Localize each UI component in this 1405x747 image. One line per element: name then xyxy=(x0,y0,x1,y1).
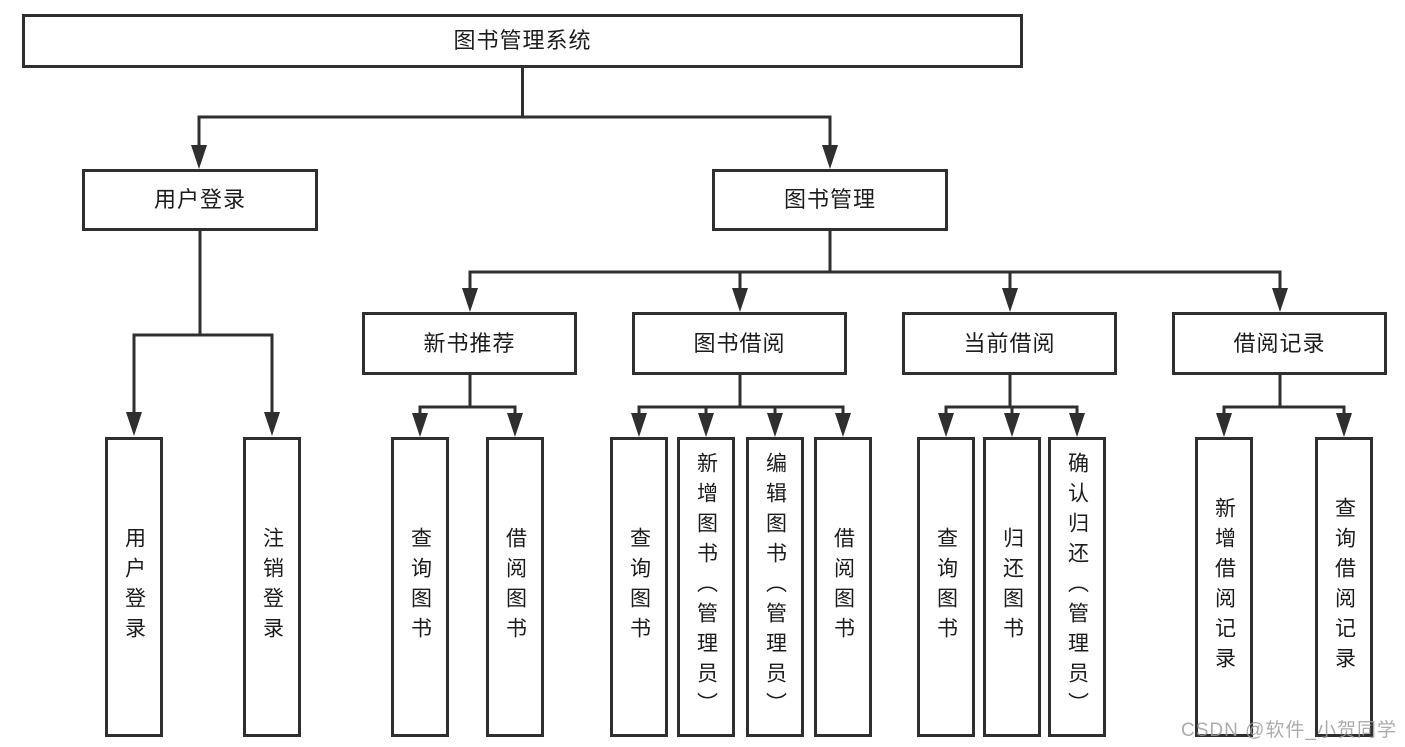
leaf-records-add-record: 新增借阅记录 xyxy=(1195,437,1253,737)
leaf-borrow-query-books: 查询图书 xyxy=(610,437,668,737)
leaf-current-confirm-return-admin: 确认归还（管理员） xyxy=(1048,437,1106,737)
leaf-user-login: 用户登录 xyxy=(105,437,163,737)
leaf-recommend-query-books: 查询图书 xyxy=(391,437,449,737)
node-root-system: 图书管理系统 xyxy=(22,14,1023,68)
leaf-borrow-add-books-admin: 新增图书（管理员） xyxy=(677,437,735,737)
csdn-watermark: CSDN @软件_小贺同学 xyxy=(1181,720,1397,741)
node-user-login: 用户登录 xyxy=(82,169,318,231)
leaf-logout: 注销登录 xyxy=(243,437,301,737)
node-new-book-recommend: 新书推荐 xyxy=(362,312,577,375)
leaf-records-query-record: 查询借阅记录 xyxy=(1315,437,1373,737)
node-current-borrow: 当前借阅 xyxy=(902,312,1117,375)
node-book-management: 图书管理 xyxy=(712,169,948,231)
leaf-borrow-edit-books-admin: 编辑图书（管理员） xyxy=(746,437,804,737)
leaf-current-query-books: 查询图书 xyxy=(917,437,975,737)
node-book-borrow: 图书借阅 xyxy=(632,312,847,375)
leaf-borrow-borrow-books: 借阅图书 xyxy=(814,437,872,737)
node-borrow-records: 借阅记录 xyxy=(1172,312,1387,375)
leaf-recommend-borrow-books: 借阅图书 xyxy=(486,437,544,737)
leaf-current-return-books: 归还图书 xyxy=(983,437,1041,737)
